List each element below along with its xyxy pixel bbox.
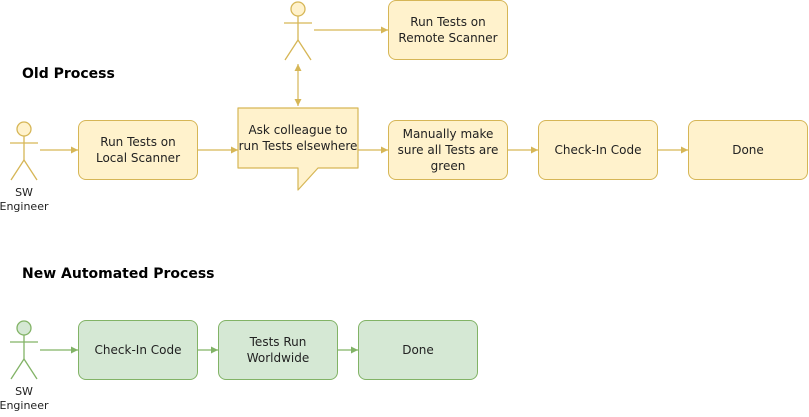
old-done-label: Done bbox=[732, 143, 764, 157]
old-check-in-step: Check-In Code bbox=[538, 120, 658, 180]
run-local-tests-step: Run Tests on Local Scanner bbox=[78, 120, 198, 180]
new-engineer-label: SW Engineer bbox=[0, 385, 49, 412]
old-process-heading: Old Process bbox=[22, 66, 115, 82]
old-engineer-label: SW Engineer bbox=[0, 186, 49, 213]
tests-run-worldwide-step: Tests Run Worldwide bbox=[218, 320, 338, 380]
new-check-in-label: Check-In Code bbox=[94, 343, 182, 357]
old-check-in-label: Check-In Code bbox=[554, 143, 642, 157]
new-process-heading: New Automated Process bbox=[22, 266, 215, 282]
run-remote-tests-label: Run Tests on Remote Scanner bbox=[398, 15, 498, 45]
ask-colleague-label: Ask colleague to run Tests elsewhere bbox=[238, 123, 358, 153]
old-done-step: Done bbox=[688, 120, 808, 180]
run-remote-tests-step: Run Tests on Remote Scanner bbox=[388, 0, 508, 60]
tests-run-worldwide-label: Tests Run Worldwide bbox=[246, 335, 310, 365]
verify-tests-green-step: Manually make sure all Tests are green bbox=[388, 120, 508, 180]
run-local-tests-label: Run Tests on Local Scanner bbox=[95, 135, 180, 165]
new-done-label: Done bbox=[402, 343, 434, 357]
new-check-in-step: Check-In Code bbox=[78, 320, 198, 380]
colleague-actor-icon bbox=[284, 1, 312, 61]
verify-tests-green-label: Manually make sure all Tests are green bbox=[397, 127, 499, 173]
new-engineer-actor-icon bbox=[10, 320, 38, 380]
new-done-step: Done bbox=[358, 320, 478, 380]
old-engineer-actor-icon bbox=[10, 121, 38, 181]
ask-colleague-step: Ask colleague to run Tests elsewhere bbox=[238, 110, 358, 166]
ask-colleague-callout-shape bbox=[237, 107, 359, 191]
